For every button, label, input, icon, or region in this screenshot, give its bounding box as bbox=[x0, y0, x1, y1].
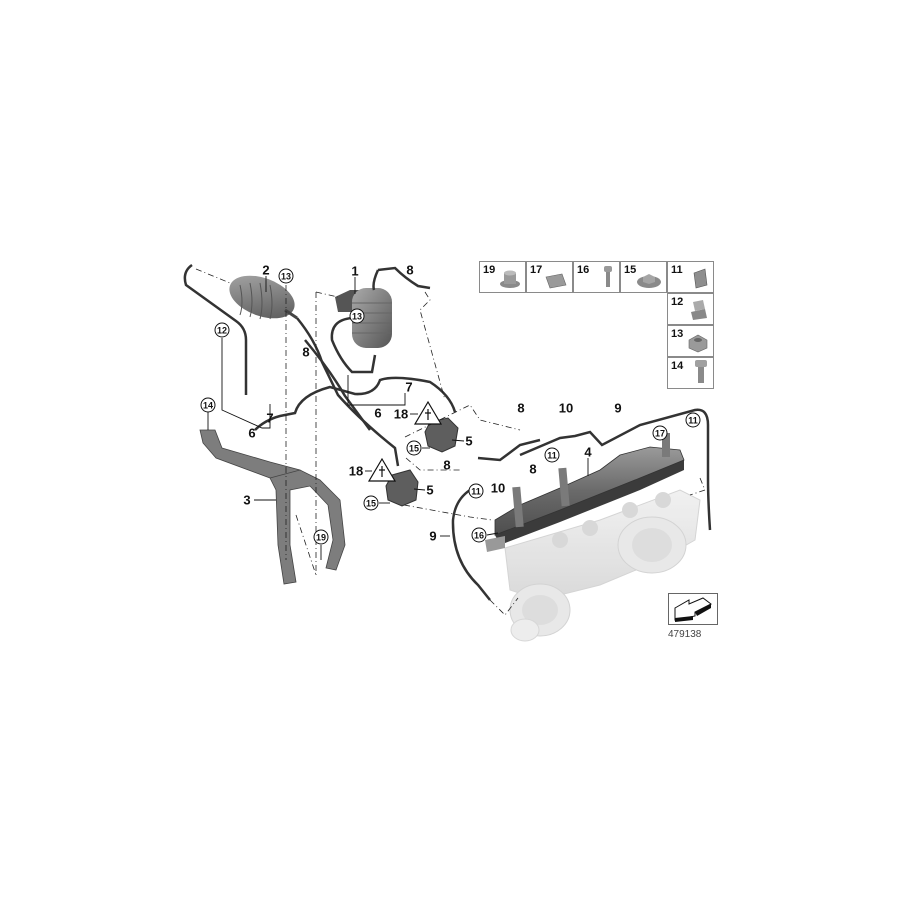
callout-8-c: 8 bbox=[517, 400, 525, 416]
dashed-leader-lines bbox=[195, 268, 706, 616]
spring-nut-icon bbox=[693, 268, 708, 289]
part-cell-12: 12 bbox=[667, 293, 714, 325]
callout-7-right: 7 bbox=[405, 379, 413, 395]
callout-11-c: 11 bbox=[685, 412, 701, 428]
part-cell-13: 13 bbox=[667, 325, 714, 357]
bracket-part-3 bbox=[199, 429, 346, 585]
callout-18-b: 18 bbox=[348, 463, 364, 479]
part-cell-14: 14 bbox=[667, 357, 714, 389]
callout-15-b: 15 bbox=[363, 495, 379, 511]
callout-7-left: 7 bbox=[266, 410, 274, 426]
callout-6-right: 6 bbox=[374, 405, 382, 421]
part-cell-15: 15 bbox=[620, 261, 667, 293]
callout-19: 19 bbox=[313, 529, 329, 545]
part-cell-16: 16 bbox=[573, 261, 620, 293]
callout-4: 4 bbox=[584, 444, 592, 460]
callout-9-a: 9 bbox=[614, 400, 622, 416]
part-cell-11: 11 bbox=[667, 261, 714, 293]
engine-orientation-arrow-icon bbox=[674, 597, 712, 622]
clip-nut-icon bbox=[691, 300, 707, 320]
callout-3: 3 bbox=[243, 492, 251, 508]
clip-icon bbox=[545, 273, 567, 289]
callout-13-b: 13 bbox=[349, 308, 365, 324]
hex-nut-icon bbox=[688, 334, 708, 353]
callout-8-d: 8 bbox=[529, 461, 537, 477]
callout-8-a: 8 bbox=[302, 344, 310, 360]
callout-12: 12 bbox=[214, 322, 230, 338]
electrical-connector-warning-icon bbox=[413, 400, 443, 425]
catalog-number: 479138 bbox=[668, 629, 702, 640]
callout-9-b: 9 bbox=[429, 528, 437, 544]
hex-bolt-icon bbox=[695, 360, 707, 383]
callout-10-b: 10 bbox=[490, 480, 506, 496]
callout-2: 2 bbox=[262, 262, 270, 278]
callout-11-a: 11 bbox=[544, 447, 560, 463]
callout-16: 16 bbox=[471, 527, 487, 543]
callout-5-upper: 5 bbox=[465, 433, 473, 449]
vacuum-reservoir-part-1 bbox=[335, 288, 392, 348]
callout-8-b: 8 bbox=[406, 262, 414, 278]
screw-icon bbox=[604, 266, 612, 287]
callout-17: 17 bbox=[652, 425, 668, 441]
callout-1: 1 bbox=[351, 263, 359, 279]
leader-lines bbox=[207, 276, 589, 560]
callout-15-a: 15 bbox=[406, 440, 422, 456]
callout-13-a: 13 bbox=[278, 268, 294, 284]
electro-pneumatic-valve-part-5-upper bbox=[424, 417, 459, 453]
part-cell-17: 17 bbox=[526, 261, 573, 293]
vacuum-lines bbox=[183, 263, 712, 601]
flange-nut-icon bbox=[637, 274, 661, 288]
callout-6-left: 6 bbox=[248, 425, 256, 441]
callout-5-lower: 5 bbox=[426, 482, 434, 498]
callout-14: 14 bbox=[200, 397, 216, 413]
turbocharger-ghost bbox=[504, 489, 701, 642]
part-cell-19: 19 bbox=[479, 261, 526, 293]
vacuum-reservoir-part-2 bbox=[229, 275, 298, 320]
electrical-connector-warning-icon bbox=[367, 457, 397, 482]
callout-10-a: 10 bbox=[558, 400, 574, 416]
orientation-box bbox=[668, 593, 718, 625]
collar-nut-icon bbox=[500, 270, 520, 288]
callout-8-e: 8 bbox=[443, 457, 451, 473]
callout-11-b: 11 bbox=[468, 483, 484, 499]
callout-18-a: 18 bbox=[393, 406, 409, 422]
heat-shield-part-4 bbox=[485, 433, 685, 552]
